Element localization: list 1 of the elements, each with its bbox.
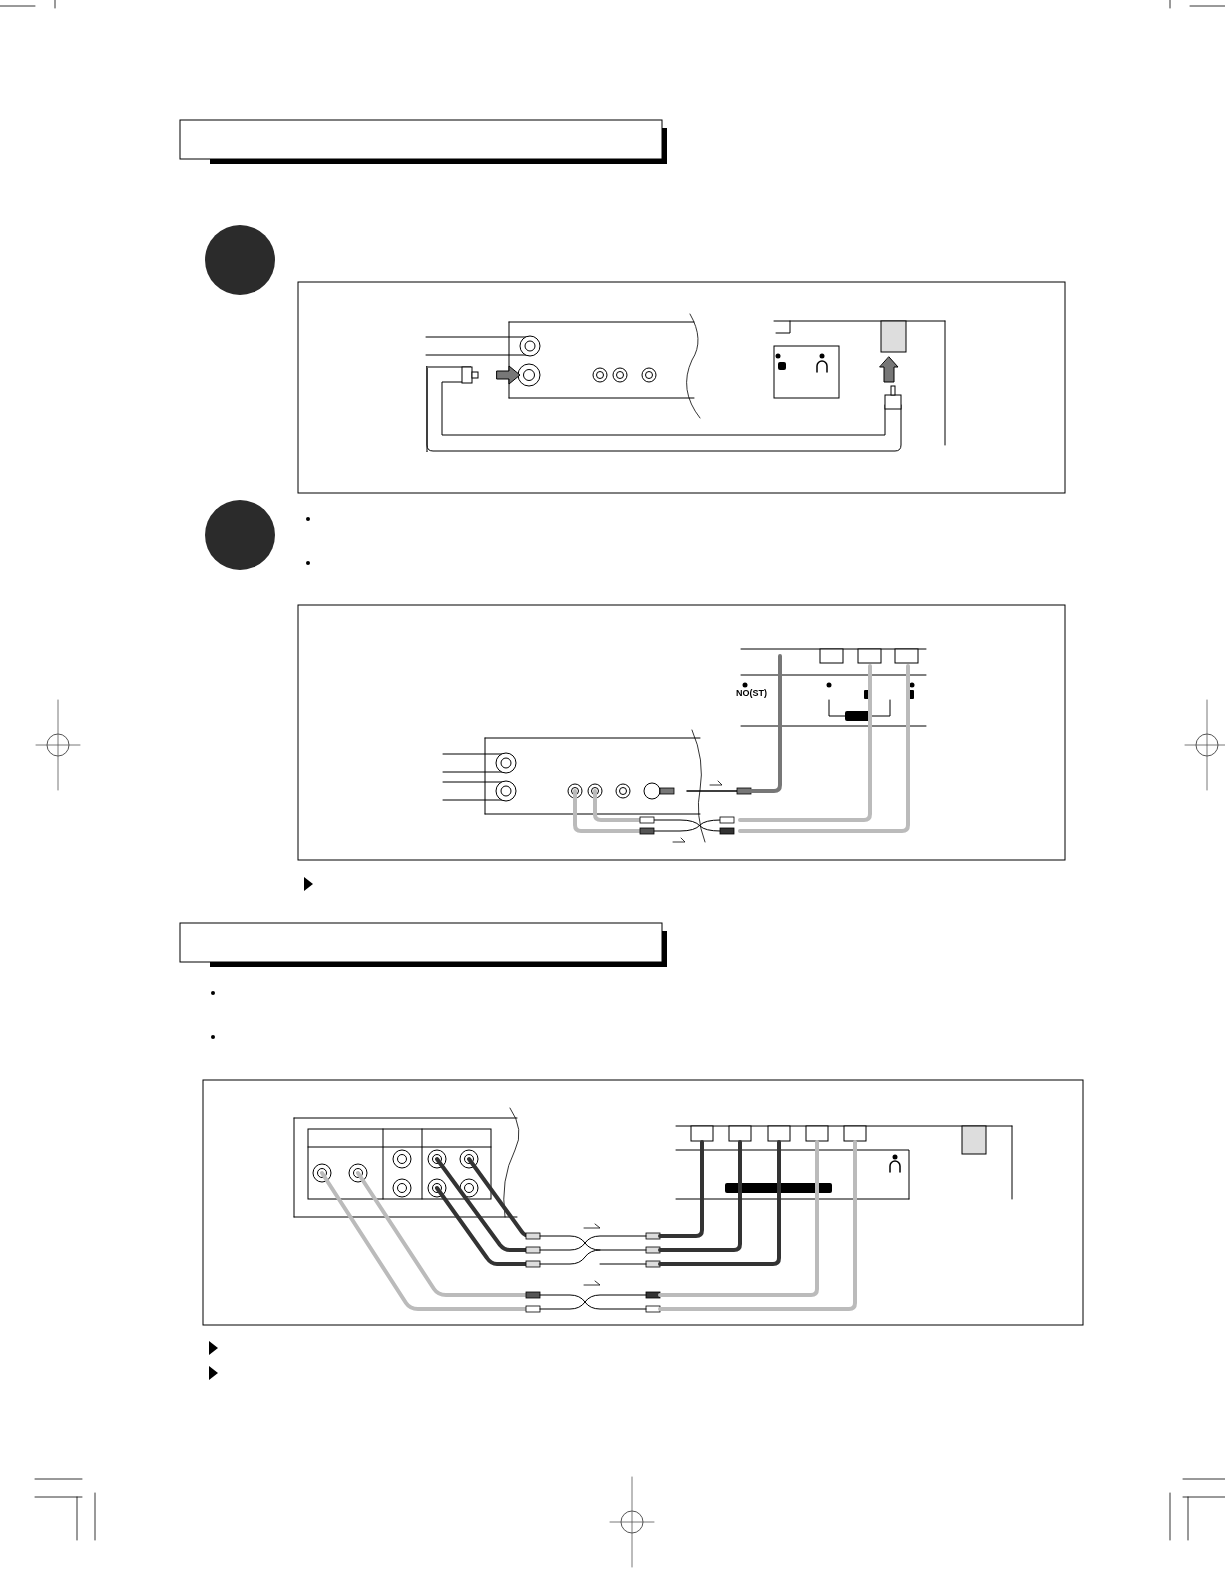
jack-label: NO(ST) (736, 688, 767, 698)
